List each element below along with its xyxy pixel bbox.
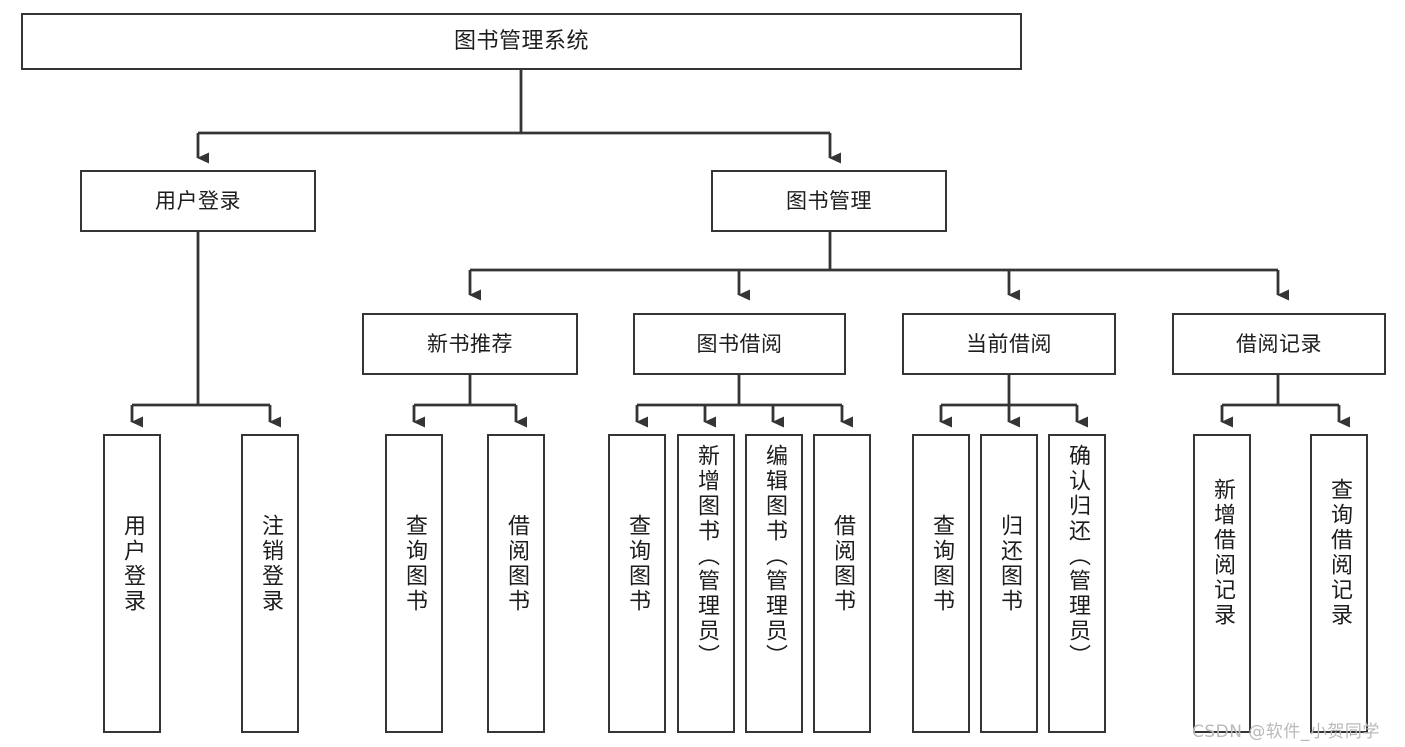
leaf-current-query-book[interactable]: 查询图书 xyxy=(912,434,970,733)
node-label: 确认归还（管理员） xyxy=(1065,444,1090,669)
leaf-user-login-signin[interactable]: 用户登录 xyxy=(103,434,161,733)
node-label: 查询图书 xyxy=(625,514,650,614)
leaf-borrow-edit-book-admin[interactable]: 编辑图书（管理员） xyxy=(745,434,803,733)
node-label: 新书推荐 xyxy=(427,331,513,356)
leaf-user-login-signout[interactable]: 注销登录 xyxy=(241,434,299,733)
leaf-current-confirm-return-admin[interactable]: 确认归还（管理员） xyxy=(1048,434,1106,733)
leaf-current-return-book[interactable]: 归还图书 xyxy=(980,434,1038,733)
node-label: 借阅图书 xyxy=(504,514,529,614)
node-user-login[interactable]: 用户登录 xyxy=(80,170,316,232)
leaf-recommend-borrow-book[interactable]: 借阅图书 xyxy=(487,434,545,733)
node-label: 当前借阅 xyxy=(966,331,1052,356)
leaf-record-add-record[interactable]: 新增借阅记录 xyxy=(1193,434,1251,733)
node-label: 用户登录 xyxy=(155,188,241,213)
csdn-watermark: CSDN @软件_小贺同学 xyxy=(1192,722,1380,742)
node-label: 新增借阅记录 xyxy=(1210,478,1235,628)
node-root-system[interactable]: 图书管理系统 xyxy=(21,13,1022,70)
node-borrow-record[interactable]: 借阅记录 xyxy=(1172,313,1386,375)
node-current-borrow[interactable]: 当前借阅 xyxy=(902,313,1116,375)
node-label: 编辑图书（管理员） xyxy=(762,444,787,669)
node-label: 新增图书（管理员） xyxy=(694,444,719,669)
node-label: 借阅记录 xyxy=(1236,331,1322,356)
node-label: 图书管理系统 xyxy=(453,28,589,54)
node-label: 查询图书 xyxy=(929,514,954,614)
node-label: 查询借阅记录 xyxy=(1327,478,1352,628)
node-label: 归还图书 xyxy=(997,514,1022,614)
node-label: 图书借阅 xyxy=(696,331,783,356)
leaf-borrow-add-book-admin[interactable]: 新增图书（管理员） xyxy=(677,434,735,733)
node-label: 注销登录 xyxy=(258,514,283,614)
leaf-borrow-query-book[interactable]: 查询图书 xyxy=(608,434,666,733)
node-label: 用户登录 xyxy=(120,514,145,614)
leaf-record-query-record[interactable]: 查询借阅记录 xyxy=(1310,434,1368,733)
node-label: 借阅图书 xyxy=(830,514,855,614)
node-book-borrow[interactable]: 图书借阅 xyxy=(633,313,846,375)
leaf-borrow-borrow-book[interactable]: 借阅图书 xyxy=(813,434,871,733)
leaf-recommend-query-book[interactable]: 查询图书 xyxy=(385,434,443,733)
node-label: 图书管理 xyxy=(786,188,872,213)
node-label: 查询图书 xyxy=(402,514,427,614)
node-book-management[interactable]: 图书管理 xyxy=(711,170,947,232)
node-new-book-recommend[interactable]: 新书推荐 xyxy=(362,313,578,375)
